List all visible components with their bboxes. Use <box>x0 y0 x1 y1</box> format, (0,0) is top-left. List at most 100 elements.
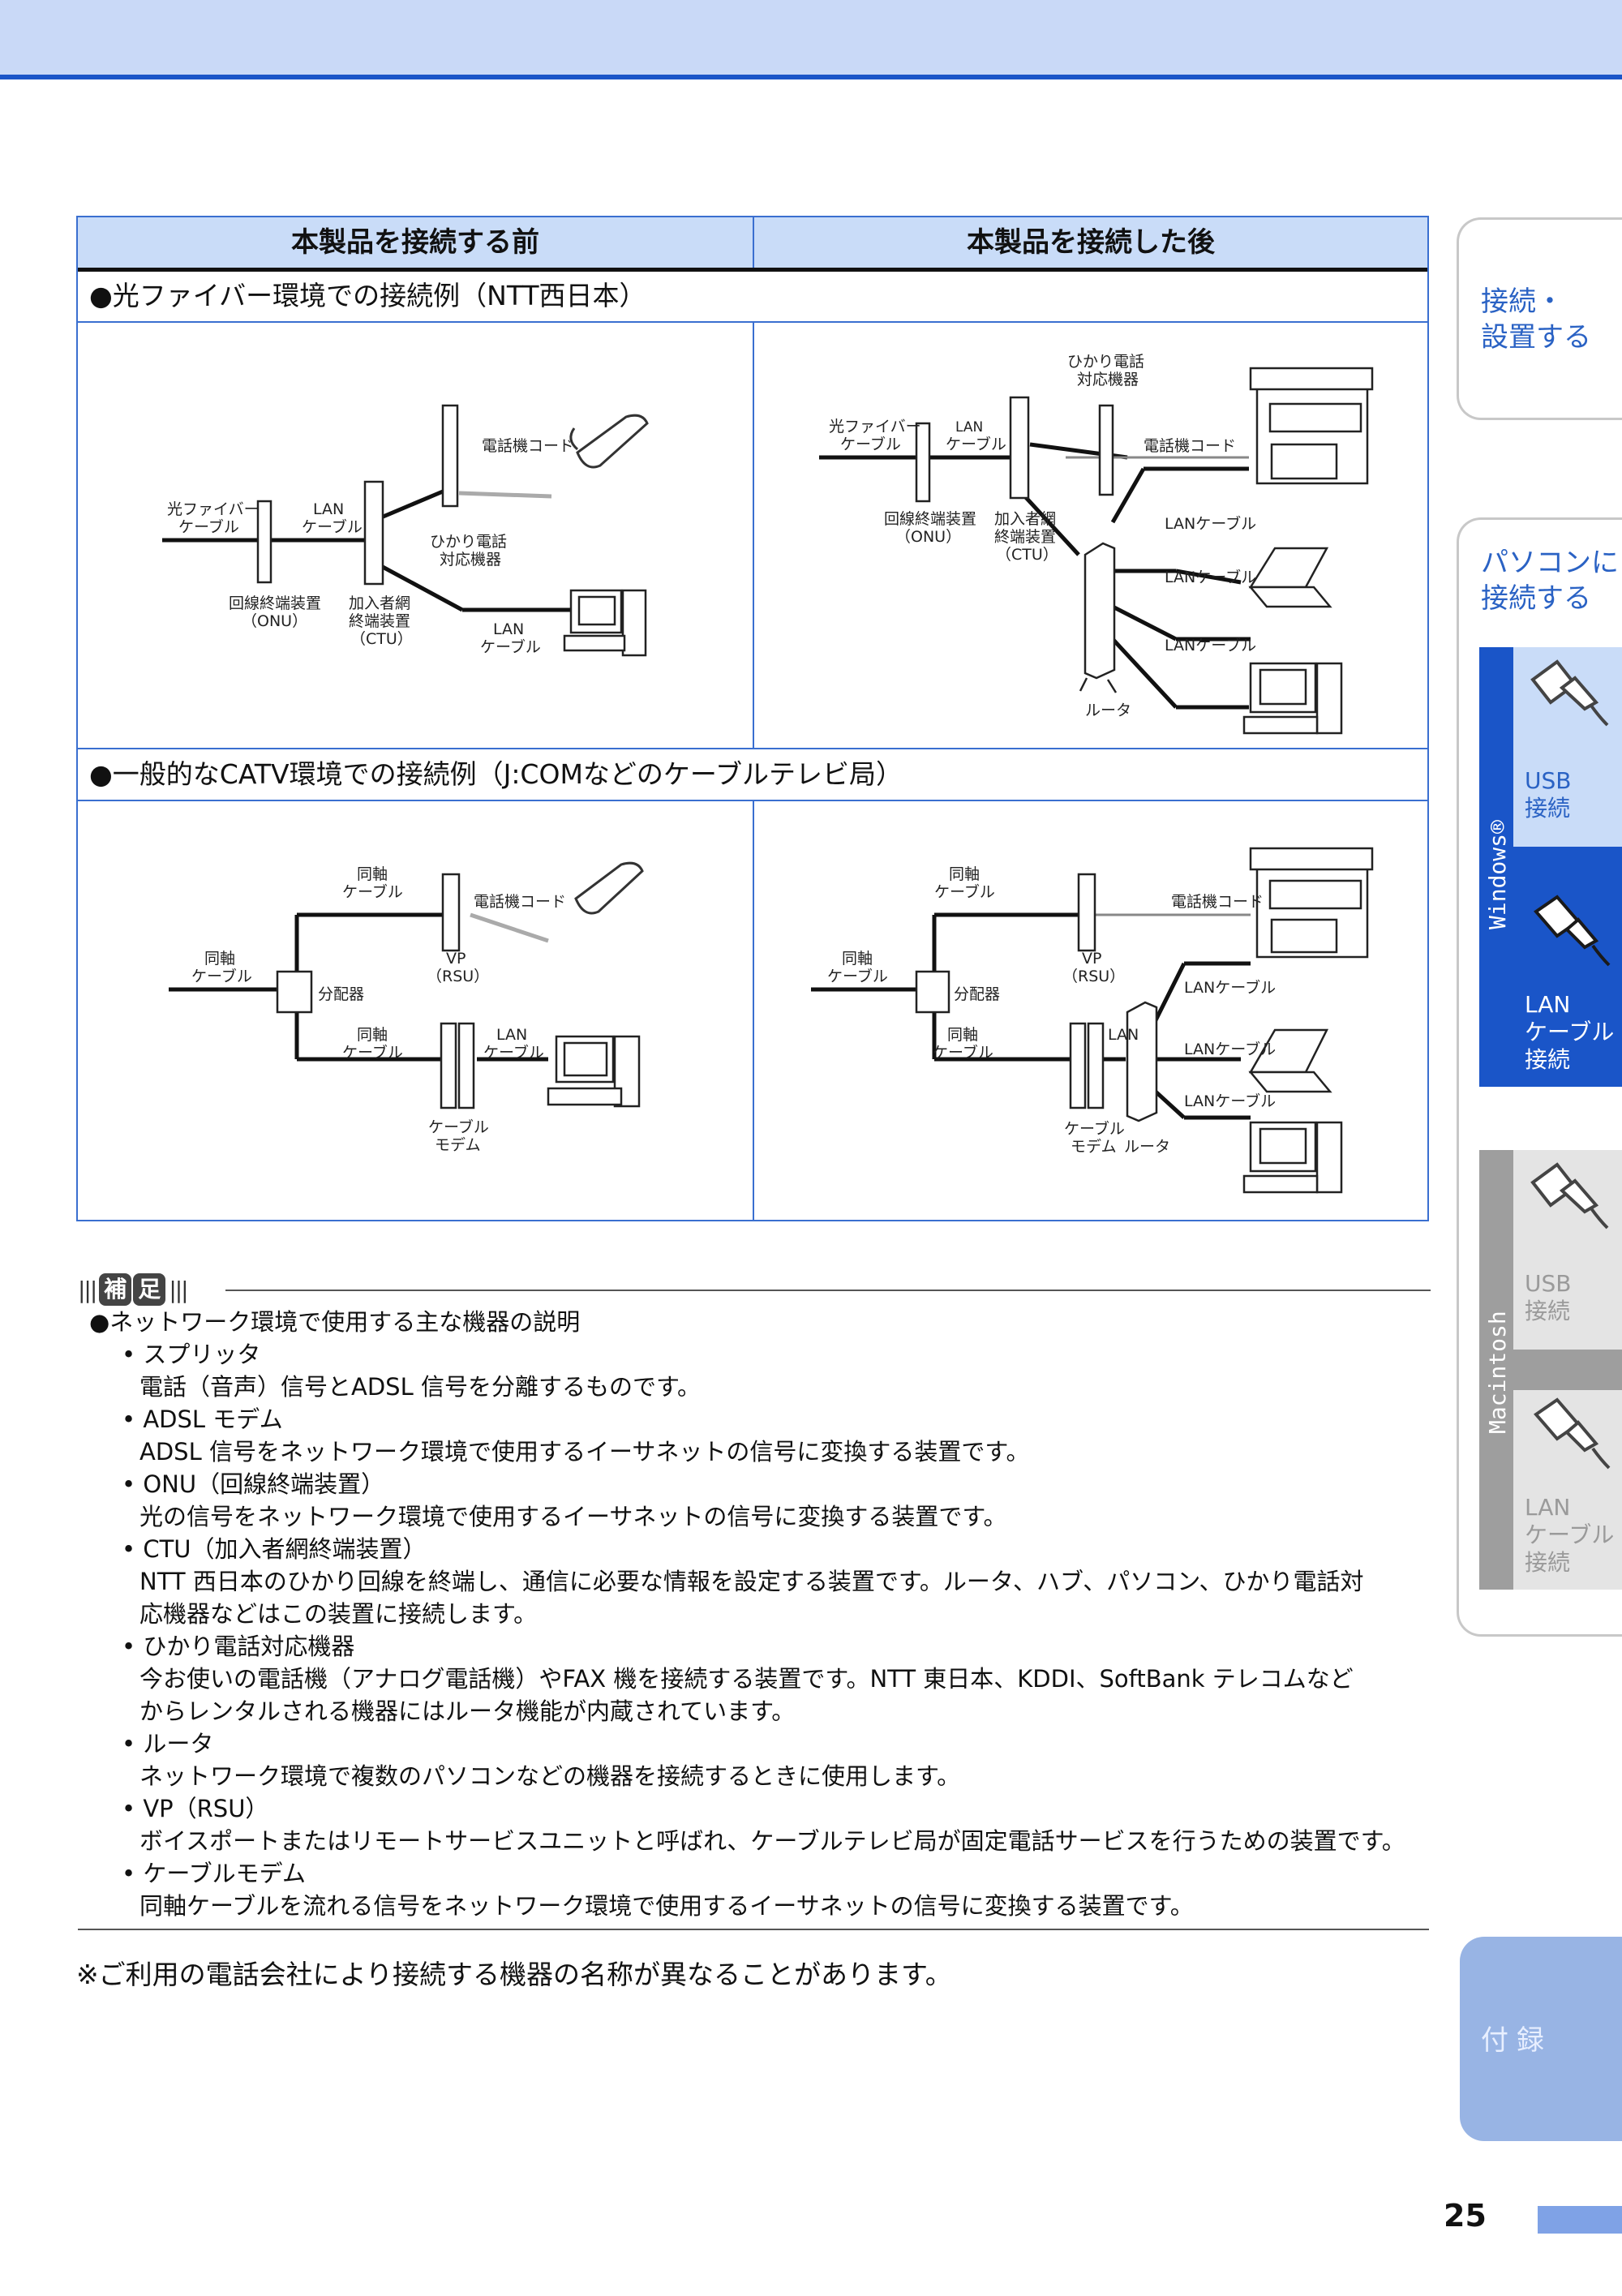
onu-label: 回線終端装置 <box>884 510 976 528</box>
diagram-fiber-after: ひかり電話 対応機器 光ファイバー ケーブル LAN ケーブル 電話機コード 回… <box>754 323 1427 748</box>
hikari-phone-label: 対応機器 <box>1077 371 1139 388</box>
diagram-catv-after: 同軸 ケーブル 電話機コード VP （RSU） 同軸 ケーブル 分配器 LANケ… <box>754 801 1427 1218</box>
coax-label: ケーブル <box>934 882 995 901</box>
tab-label-line: 接続 <box>1525 1298 1571 1324</box>
note-item-title: • CTU（加入者網終端装置） <box>122 1535 427 1563</box>
hikari-phone-label: ひかり電話 <box>1067 353 1144 371</box>
coax-label: 同軸 <box>949 865 980 883</box>
header-divider <box>753 217 754 268</box>
fiber-cable-label: ケーブル <box>840 435 901 453</box>
tab-label-line: ケーブル <box>1525 1521 1615 1548</box>
lan-cable-label: LAN <box>955 419 983 436</box>
fiber-cable-label: 光ファイバー <box>829 418 921 436</box>
lan-cable-icon <box>1534 895 1611 967</box>
column-divider <box>753 800 754 1220</box>
tab-label-line: LAN <box>1525 991 1571 1018</box>
note-bars-icon: ||| <box>169 1276 188 1303</box>
coax-label: ケーブル <box>827 967 888 985</box>
note-item-title: • VP（RSU） <box>122 1795 269 1822</box>
page-number: 25 <box>1444 2198 1487 2234</box>
lan-cable-label: LAN <box>493 620 524 638</box>
note-item-title: • ONU（回線終端装置） <box>122 1470 385 1498</box>
tab-appendix[interactable]: 付録 <box>1460 1937 1622 2141</box>
vp-label: VP <box>446 950 466 968</box>
footnote: ※ご利用の電話会社により接続する機器の名称が異なることがあります。 <box>76 1959 952 1990</box>
cable-modem-label: ケーブル <box>428 1118 489 1136</box>
tab-setup-label: 接続・ 設置する <box>1481 284 1591 355</box>
note-item-desc: ネットワーク環境で複数のパソコンなどの機器を接続するときに使用します。 <box>139 1762 961 1790</box>
usb-cable-icon <box>1530 1162 1609 1230</box>
supplement-header: ||| 補 足 ||| <box>78 1270 189 1309</box>
onu-label: （ONU） <box>242 612 307 630</box>
vp-label: （RSU） <box>1062 968 1125 985</box>
connection-example-table: 本製品を接続する前 本製品を接続した後 ●光ファイバー環境での接続例（NTT西日… <box>76 216 1429 1221</box>
tab-mac-lan-label: LAN ケーブル 接続 <box>1525 1494 1614 1577</box>
tab-windows-usb[interactable]: USB 接続 <box>1513 647 1622 847</box>
tab-label-line: USB <box>1525 1270 1572 1297</box>
header-before: 本製品を接続する前 <box>291 226 539 259</box>
coax-label: 同軸 <box>947 1026 978 1044</box>
header-after: 本製品を接続した後 <box>967 226 1215 259</box>
note-item-title: • ひかり電話対応機器 <box>122 1633 355 1660</box>
fiber-cable-label: 光ファイバー <box>167 500 260 518</box>
lan-cable-label: LANケーブル <box>1184 1092 1276 1110</box>
note-item-desc: ADSL 信号をネットワーク環境で使用するイーサネットの信号に変換する装置です。 <box>139 1438 1030 1466</box>
tab-label-line: 接続 <box>1525 1549 1571 1576</box>
tab-mac-usb-label: USB 接続 <box>1525 1270 1571 1325</box>
tab-windows-lan-label: LAN ケーブル 接続 <box>1525 991 1614 1074</box>
coax-label: ケーブル <box>342 882 403 901</box>
ctu-label: 加入者網 <box>349 594 410 612</box>
page-number-bar <box>1538 2206 1622 2234</box>
hikari-phone-label: ひかり電話 <box>430 533 507 551</box>
supplement-char: 足 <box>133 1273 166 1306</box>
tab-mac-usb[interactable]: USB 接続 <box>1513 1150 1622 1350</box>
tab-label-line: 接続・ <box>1481 285 1564 318</box>
tab-setup[interactable] <box>1457 217 1622 420</box>
note-item-title: • ADSL モデム <box>122 1405 283 1433</box>
lan-cable-label: ケーブル <box>946 435 1006 453</box>
macintosh-label: Macintosh <box>1484 1311 1511 1434</box>
splitter-label: 分配器 <box>954 985 1000 1003</box>
note-item-desc: NTT 西日本のひかり回線を終端し、通信に必要な情報を設定する装置です。ルータ、… <box>139 1568 1364 1595</box>
ctu-label: 終端装置 <box>994 528 1056 546</box>
tab-label-line: 接続 <box>1525 795 1571 822</box>
ctu-label: （CTU） <box>996 546 1058 564</box>
lan-cable-label: LANケーブル <box>1165 636 1256 654</box>
tab-label-line: LAN <box>1525 1494 1571 1521</box>
notes-body: ●ネットワーク環境で使用する主な機器の説明 • スプリッタ 電話（音声）信号とA… <box>89 1306 1435 1922</box>
coax-label: 同軸 <box>357 1026 388 1044</box>
coax-label: ケーブル <box>342 1043 403 1062</box>
lan-cable-label: ケーブル <box>302 517 363 536</box>
note-item-desc: 電話（音声）信号とADSL 信号を分離するものです。 <box>139 1373 702 1401</box>
phone-cord-label: 電話機コード <box>474 893 566 911</box>
tab-windows-lan[interactable]: LAN ケーブル 接続 <box>1513 887 1622 1087</box>
coax-label: 同軸 <box>357 865 388 883</box>
section-fiber-title: ●光ファイバー環境での接続例（NTT西日本） <box>89 280 646 311</box>
vp-label: VP <box>1082 950 1101 968</box>
note-item-desc: 今お使いの電話機（アナログ電話機）やFAX 機を接続する装置です。NTT 東日本… <box>139 1665 1354 1693</box>
phone-cord-label: 電話機コード <box>1144 437 1236 455</box>
lan-cable-label: LANケーブル <box>1165 514 1256 533</box>
divider <box>78 1929 1429 1930</box>
note-item-title: • ルータ <box>122 1730 214 1757</box>
divider <box>78 748 1427 749</box>
router-label: ルータ <box>1085 702 1131 719</box>
note-bars-icon: ||| <box>78 1276 97 1303</box>
supplement-char: 補 <box>99 1273 132 1306</box>
usb-cable-icon <box>1530 659 1609 727</box>
coax-label: 同軸 <box>842 950 873 968</box>
windows-label: Windows® <box>1484 820 1511 929</box>
splitter-label: 分配器 <box>318 985 364 1003</box>
top-banner <box>0 0 1622 79</box>
tab-mac-lan[interactable]: LAN ケーブル 接続 <box>1513 1390 1622 1590</box>
tab-windows-usb-label: USB 接続 <box>1525 767 1571 822</box>
lan-cable-label: LANケーブル <box>1184 978 1276 997</box>
phone-cord-label: 電話機コード <box>482 437 574 455</box>
tab-label-line: パソコンに <box>1481 547 1619 579</box>
divider <box>225 1290 1431 1291</box>
tab-label-line: USB <box>1525 767 1572 794</box>
tab-label-line: 設置する <box>1481 321 1591 354</box>
cable-modem-label: モデム <box>1071 1138 1117 1156</box>
lan-cable-label: LANケーブル <box>1165 568 1256 586</box>
fiber-cable-label: ケーブル <box>178 517 239 536</box>
